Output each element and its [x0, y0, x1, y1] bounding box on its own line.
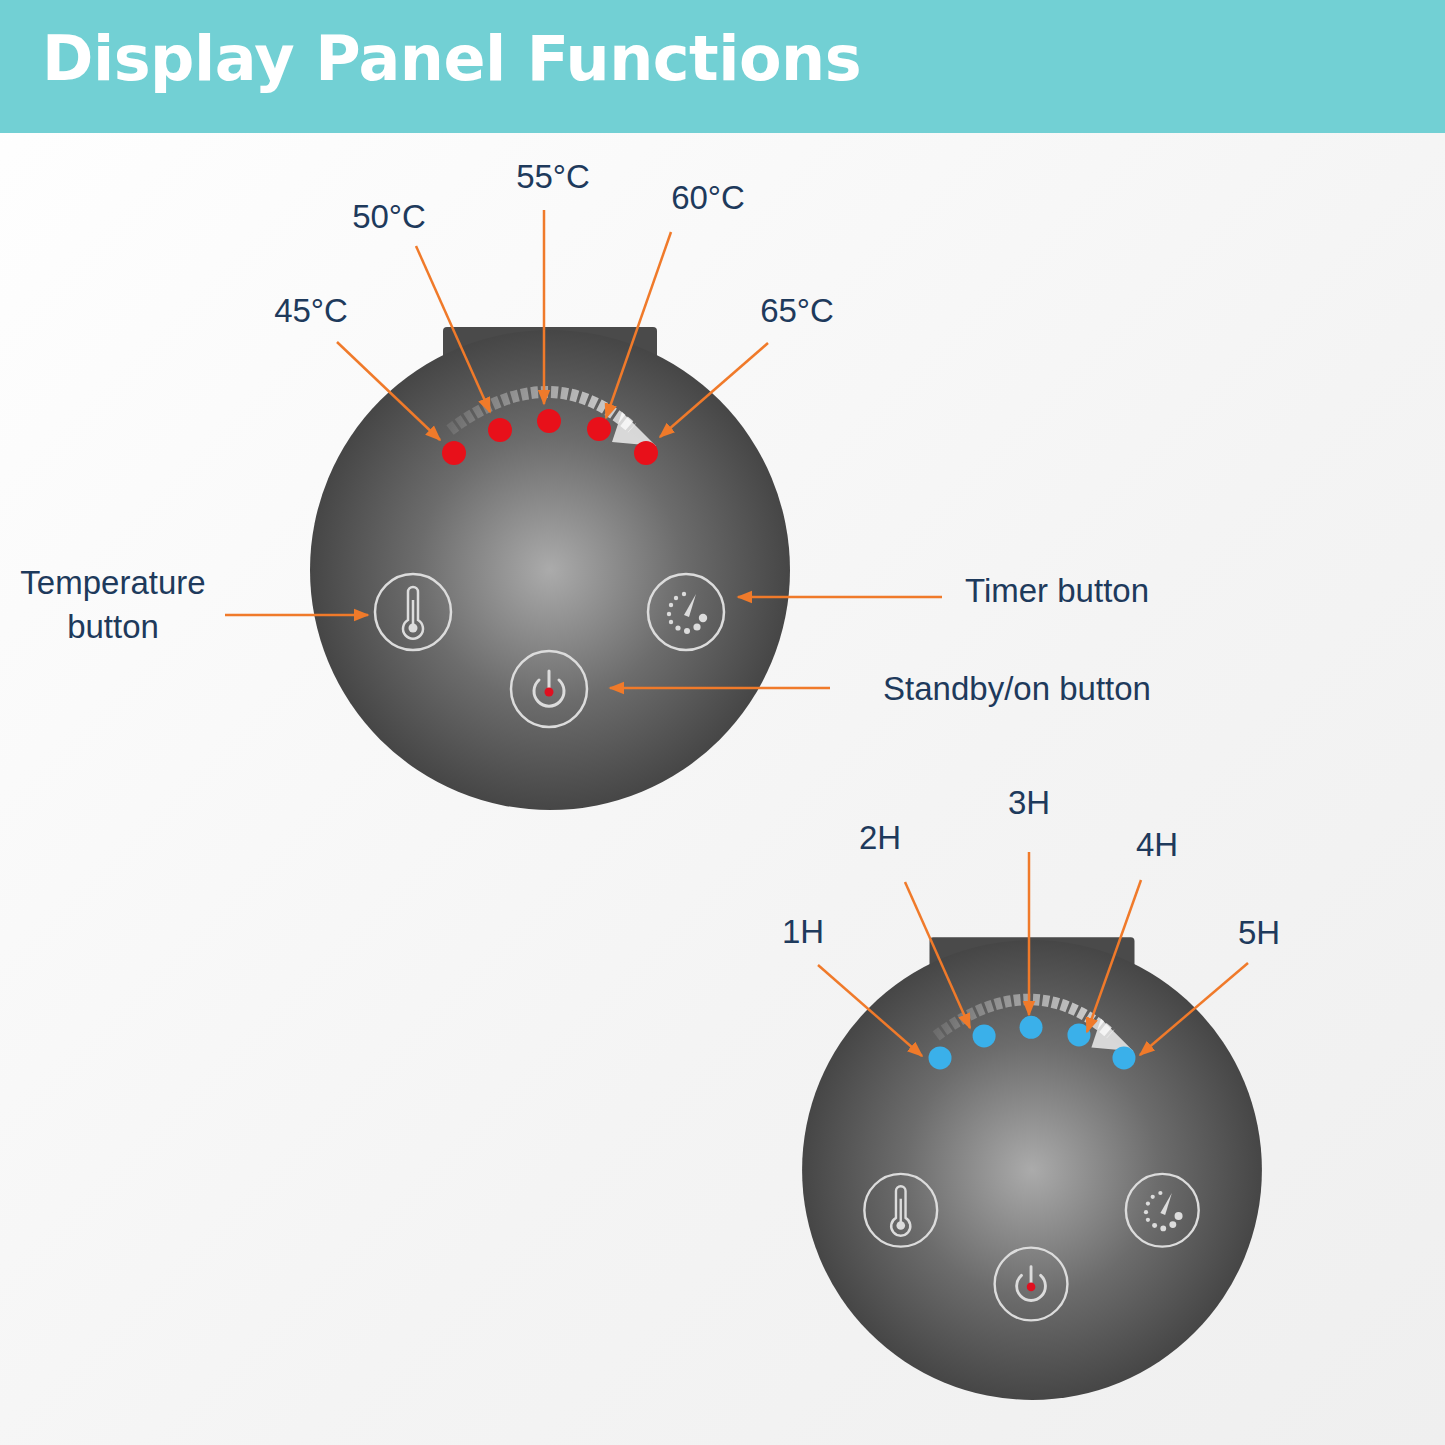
button-label: Temperature button	[1, 561, 226, 649]
led-dot	[537, 409, 561, 433]
leader-line	[416, 246, 490, 412]
timer-value: 3H	[1008, 781, 1050, 825]
led-dot	[973, 1024, 996, 1047]
timer-value: 5H	[1238, 911, 1280, 955]
button-label: Timer button	[965, 569, 1149, 613]
temperature-leds	[442, 409, 658, 465]
timer-value: 1H	[782, 910, 824, 954]
temperature-value: 55°C	[516, 155, 590, 199]
led-dot	[929, 1046, 952, 1069]
temperature-value: 50°C	[352, 195, 426, 239]
button-label: Standby/on button	[883, 667, 1151, 711]
leader-line	[225, 614, 368, 617]
led-dot	[1020, 1016, 1043, 1039]
leader-line	[1140, 963, 1248, 1055]
leader-line	[1028, 852, 1031, 1015]
timer-panel	[802, 937, 1262, 1400]
led-dot	[1112, 1046, 1135, 1069]
leader-line	[610, 687, 830, 690]
led-dot	[442, 441, 466, 465]
page-title: Display Panel Functions	[42, 22, 861, 96]
led-dot	[1067, 1023, 1090, 1046]
timer-value: 4H	[1136, 823, 1178, 867]
temperature-panel	[310, 327, 790, 810]
leader-line	[543, 210, 546, 404]
leader-line	[1087, 880, 1141, 1032]
leader-line	[905, 882, 970, 1028]
temperature-value: 60°C	[671, 176, 745, 220]
timer-leds	[929, 1016, 1136, 1070]
temperature-value: 45°C	[274, 289, 348, 333]
timer-value: 2H	[859, 816, 901, 860]
led-dot	[634, 441, 658, 465]
led-dot	[488, 418, 512, 442]
leader-line	[818, 965, 922, 1056]
leader-line	[606, 232, 671, 418]
leader-lines	[225, 210, 1248, 1056]
leader-line	[660, 343, 768, 437]
leader-line	[738, 596, 942, 599]
led-dot	[587, 417, 611, 441]
temperature-value: 65°C	[760, 289, 834, 333]
leader-line	[337, 342, 440, 440]
